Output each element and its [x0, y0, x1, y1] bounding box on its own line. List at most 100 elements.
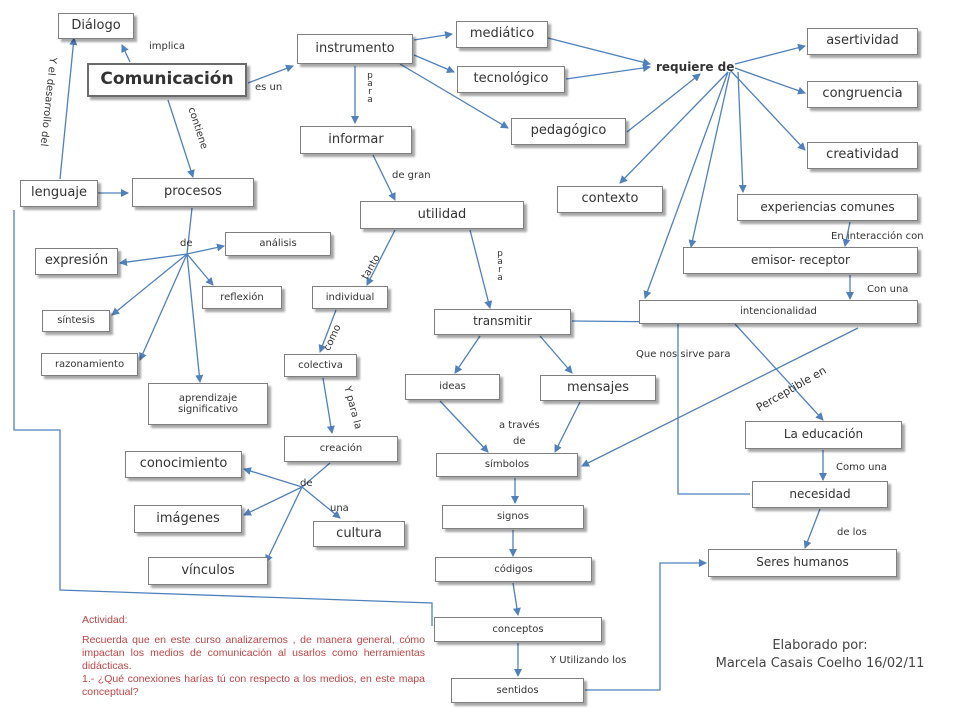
label-en-interaccion-con: En interacción con [831, 231, 924, 242]
link-instrumento-mediatico [413, 31, 453, 41]
link-hub-analisis [186, 243, 225, 255]
node-seres-humanos: Seres humanos [708, 549, 897, 577]
node-utilidad: utilidad [360, 201, 524, 229]
node-comunicacion: Comunicación [87, 63, 247, 97]
node-contexto: contexto [557, 186, 663, 213]
link-hub-sintesis [111, 253, 188, 316]
node-necesidad: necesidad [752, 481, 888, 508]
node-transmitir: transmitir [434, 309, 571, 335]
node-signos: signos [442, 505, 584, 529]
node-analisis: análisis [225, 232, 331, 256]
link-requiere-congruencia [734, 67, 806, 95]
label-implica: implica [149, 41, 186, 52]
node-razonamiento: razonamiento [41, 353, 138, 376]
node-procesos: procesos [132, 178, 254, 207]
label-con-una: Con una [867, 284, 909, 295]
link-intencionalidad-simbolos [581, 327, 859, 467]
link-requiere-creatividad [729, 69, 806, 151]
link-procesos-hub [186, 207, 193, 255]
link-creacion-hub [301, 462, 331, 488]
link-sentidos-seres [585, 559, 707, 691]
node-instrumento: instrumento [297, 34, 413, 64]
author-block: Elaborado por: Marcela Casais Coelho 16/… [690, 637, 950, 673]
node-codigos: códigos [435, 557, 592, 582]
link-mediatico-requiere [547, 37, 651, 67]
link-experiencias-emisor [842, 221, 851, 247]
node-lenguaje: lenguaje [20, 180, 98, 207]
link-hub-imagenes [243, 486, 303, 516]
node-sentidos: sentidos [451, 678, 584, 703]
link-conceptos-lenguaje [13, 210, 433, 626]
link-informar-utilidad [372, 154, 396, 201]
link-requiere-asertividad [734, 43, 806, 65]
aprendizaje-line2: significativo [177, 404, 239, 415]
link-requiere-experiencias [737, 71, 747, 193]
activity-paragraph: Recuerda que en este curso analizaremos … [82, 634, 425, 672]
node-experiencias-comunes: experiencias comunes [737, 194, 918, 221]
node-cultura: cultura [313, 521, 405, 547]
link-transmitir-mensajes [539, 335, 573, 374]
link-pedagogico-requiere [626, 73, 701, 133]
link-ideas-simbolos [439, 400, 489, 453]
link-colectiva-creacion [322, 377, 335, 434]
link-instrumento-tecnologico [413, 54, 455, 73]
label-es-un: es un [255, 82, 283, 93]
link-transmitir-ideas [454, 335, 481, 374]
link-hub-expresion [119, 253, 188, 267]
link-comunicacion-procesos [167, 99, 195, 178]
node-congruencia: congruencia [807, 81, 918, 108]
link-intencionalidad-educacion [734, 323, 824, 421]
node-informar: informar [300, 126, 412, 154]
link-requiere-intencionalidad [643, 71, 729, 299]
link-hub-conocimiento [243, 467, 303, 488]
activity-question: 1.- ¿Qué conexiones harías tú con respec… [82, 673, 425, 698]
link-codigos-conceptos [512, 582, 521, 616]
node-ideas: ideas [405, 374, 500, 400]
aprendizaje-line1: aprendizaje [178, 392, 238, 404]
label-para-informar: para [367, 71, 373, 105]
link-comunicacion-instrumento [247, 64, 294, 84]
node-colectiva: colectiva [284, 354, 357, 377]
node-individual: individual [312, 286, 388, 309]
link-hub-vinculos [265, 486, 303, 563]
label-requiere-de: requiere de [656, 60, 735, 74]
link-hub-cultura [301, 486, 341, 519]
node-la-educacion: La educación [745, 421, 902, 449]
label-que-nos-sirve-para: Que nos sirve para [636, 349, 731, 360]
link-hub-aprendizaje [186, 253, 204, 383]
node-creacion: creación [284, 436, 398, 462]
author-line2: Marcela Casais Coelho 16/02/11 [715, 656, 925, 671]
link-mensajes-simbolos [554, 401, 581, 453]
link-tecnologico-requiere [565, 64, 651, 80]
link-requiere-emisor [688, 71, 731, 248]
link-utilidad-transmitir [469, 229, 493, 309]
activity-block: Actividad: Recuerda que en este curso an… [82, 614, 425, 706]
link-hub-reflexion [186, 253, 214, 286]
node-intencionalidad: intencionalidad [639, 300, 918, 324]
label-una: una [330, 503, 349, 514]
link-requiere-contexto [619, 71, 729, 184]
node-asertividad: asertividad [807, 28, 918, 55]
link-individual-colectiva [318, 309, 337, 353]
link-comunicacion-dialogo [121, 44, 131, 63]
label-de-los: de los [837, 527, 867, 538]
link-lenguaje-dialogo [59, 37, 78, 180]
node-mensajes: mensajes [540, 375, 656, 401]
activity-title: Actividad: [82, 614, 128, 626]
node-imagenes: imágenes [134, 505, 242, 533]
node-mediatico: mediático [456, 21, 548, 48]
node-tecnologico: tecnológico [457, 66, 565, 93]
label-para-transmitir: para [497, 249, 503, 283]
link-utilidad-individual [366, 229, 396, 286]
label-de-gran: de gran [392, 170, 431, 181]
node-vinculos: vínculos [148, 557, 268, 585]
node-expresion: expresión [35, 248, 118, 275]
node-conceptos: conceptos [434, 617, 602, 642]
node-sintesis: síntesis [42, 310, 110, 332]
node-creatividad: creatividad [807, 142, 918, 169]
node-simbolos: símbolos [436, 453, 578, 477]
label-de-procesos: de [180, 238, 193, 249]
label-como-una: Como una [836, 462, 887, 473]
node-conocimiento: conocimiento [125, 451, 242, 478]
